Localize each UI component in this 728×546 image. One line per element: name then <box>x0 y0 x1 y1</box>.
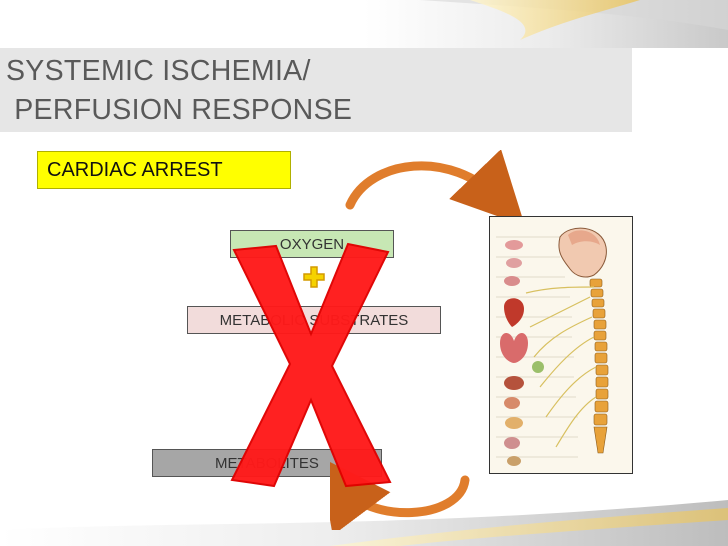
title-band <box>0 48 632 132</box>
bottom-curved-arrow <box>330 456 470 530</box>
anatomy-illustration <box>489 216 633 474</box>
top-curved-arrow <box>345 150 525 226</box>
cycle-arrows <box>330 150 525 530</box>
human-nervous-system-image <box>490 217 632 473</box>
oxygen-label: OXYGEN <box>279 235 345 253</box>
red-x-icon <box>230 242 392 488</box>
slide-title: SYSTEMIC ISCHEMIA/ PERFUSION RESPONSE <box>6 52 352 130</box>
cardiac-arrest-label: CARDIAC ARREST <box>47 158 223 181</box>
slide-title-line-1: SYSTEMIC ISCHEMIA/ <box>6 55 311 87</box>
plus-icon <box>303 266 325 288</box>
slide-title-line-2: PERFUSION RESPONSE <box>6 94 353 126</box>
cardiac-arrest-box: CARDIAC ARREST <box>37 151 291 189</box>
top-decoration <box>0 0 728 48</box>
